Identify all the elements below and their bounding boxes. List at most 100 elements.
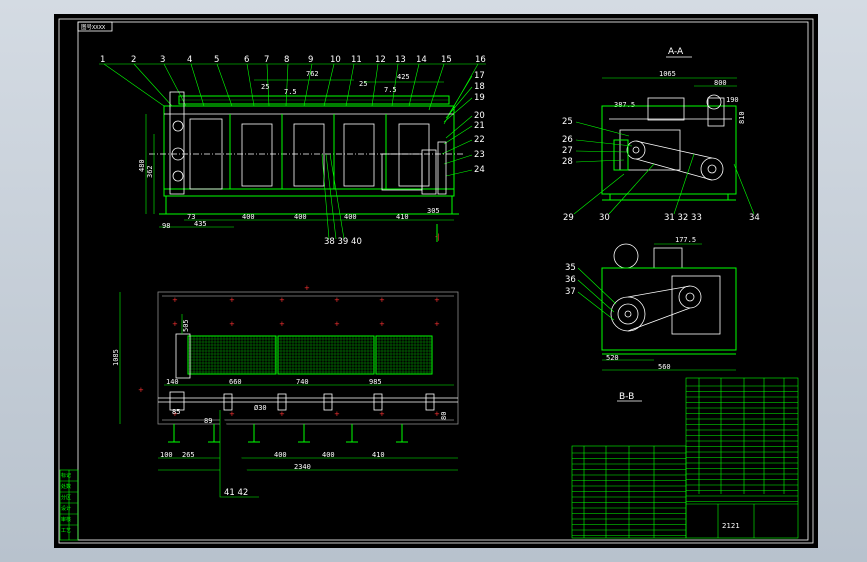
- svg-text:+: +: [229, 296, 235, 304]
- svg-text:34: 34: [749, 213, 760, 223]
- svg-text:762: 762: [306, 70, 319, 78]
- svg-text:37: 37: [565, 287, 576, 297]
- outer-border: [58, 18, 814, 544]
- svg-text:265: 265: [182, 451, 195, 459]
- svg-text:+: +: [379, 320, 385, 328]
- part-number: 41 42: [224, 488, 248, 498]
- svg-text:400: 400: [344, 213, 357, 221]
- part-number: 14: [416, 55, 427, 65]
- svg-text:+: +: [279, 410, 285, 418]
- part-number: 16: [475, 55, 486, 65]
- svg-text:35: 35: [565, 263, 576, 273]
- svg-text:387.5: 387.5: [614, 101, 635, 109]
- svg-text:740: 740: [296, 378, 309, 386]
- svg-text:520: 520: [606, 354, 619, 362]
- part-number: 13: [395, 55, 406, 65]
- part-numbers-top: 1 2 3 4 5 6 7 8 9 10 11 12 13 14 15 16: [100, 55, 486, 65]
- part-numbers-right: 17 18 19 20 21 22 23 24: [474, 71, 485, 175]
- part-number: 5: [214, 55, 219, 65]
- svg-text:560: 560: [658, 363, 671, 371]
- strip-cell: 审核: [61, 516, 71, 523]
- svg-text:+: +: [172, 296, 178, 304]
- corner-tag-box: [77, 21, 113, 32]
- svg-text:17: 17: [474, 71, 485, 81]
- strip-cell: 工艺: [61, 528, 71, 534]
- svg-text:400: 400: [274, 451, 287, 459]
- svg-text:+: +: [379, 296, 385, 304]
- svg-text:22: 22: [474, 135, 485, 145]
- svg-text:+: +: [279, 320, 285, 328]
- svg-text:23: 23: [474, 150, 485, 160]
- svg-text:-|: -|: [435, 233, 440, 241]
- svg-text:140: 140: [166, 378, 179, 386]
- svg-text:25: 25: [562, 117, 573, 127]
- part-number: 15: [441, 55, 452, 65]
- svg-text:24: 24: [474, 165, 485, 175]
- drawing-number: 2121: [722, 522, 740, 530]
- drawing-svg: 图号XXXX 标记 处数 分区 设计 审核 工艺: [58, 18, 814, 544]
- svg-text:89: 89: [204, 417, 212, 425]
- svg-text:+: +: [434, 320, 440, 328]
- part-number: 1: [100, 55, 105, 65]
- svg-text:73: 73: [187, 213, 195, 221]
- svg-text:505: 505: [182, 319, 190, 332]
- bill-of-materials: 2121: [571, 377, 799, 539]
- svg-text:+: +: [304, 284, 310, 292]
- part-number: 38 39 40: [324, 237, 362, 247]
- svg-text:80: 80: [440, 412, 448, 420]
- svg-text:28: 28: [562, 157, 573, 167]
- svg-text:+: +: [334, 410, 340, 418]
- svg-text:100: 100: [160, 451, 173, 459]
- part-number: 4: [187, 55, 192, 65]
- svg-text:+: +: [172, 410, 178, 418]
- svg-text:400: 400: [322, 451, 335, 459]
- strip-cell: 设计: [61, 505, 71, 512]
- svg-text:410: 410: [372, 451, 385, 459]
- svg-text:+: +: [229, 410, 235, 418]
- svg-text:25: 25: [359, 80, 367, 88]
- strip-cell: 处数: [61, 483, 71, 490]
- corner-tag: 图号XXXX: [81, 23, 106, 31]
- svg-text:425: 425: [397, 73, 410, 81]
- svg-text:21: 21: [474, 121, 485, 131]
- section-label-aa: A-A: [668, 47, 684, 57]
- part-number: 9: [308, 55, 313, 65]
- strip-cell: 分区: [61, 494, 71, 501]
- svg-text:31 32 33: 31 32 33: [664, 213, 702, 223]
- svg-text:+: +: [279, 296, 285, 304]
- inner-border: [77, 21, 809, 541]
- svg-text:+: +: [334, 320, 340, 328]
- svg-text:190: 190: [726, 96, 739, 104]
- svg-text:+: +: [434, 410, 440, 418]
- svg-text:2340: 2340: [294, 463, 311, 471]
- svg-text:36: 36: [565, 275, 576, 285]
- svg-text:29: 29: [563, 213, 574, 223]
- section-aa-view: A-A 1065 800 387.5 190 810: [562, 47, 760, 223]
- svg-text:400: 400: [294, 213, 307, 221]
- svg-text:20: 20: [474, 111, 485, 121]
- front-view: 1 2 3 4 5 6 7 8 9 10 11 12 13 14 15 16: [99, 55, 486, 247]
- part-number: 6: [244, 55, 249, 65]
- svg-text:26: 26: [562, 135, 573, 145]
- svg-text:362: 362: [146, 165, 154, 178]
- strip-cell: 标记: [61, 472, 71, 479]
- svg-text:400: 400: [242, 213, 255, 221]
- part-number: 8: [284, 55, 289, 65]
- svg-text:18: 18: [474, 82, 485, 92]
- svg-text:27: 27: [562, 146, 573, 156]
- svg-text:19: 19: [474, 93, 485, 103]
- svg-text:25: 25: [261, 83, 269, 91]
- drawing-viewport[interactable]: 图号XXXX 标记 处数 分区 设计 审核 工艺: [54, 14, 818, 548]
- svg-text:435: 435: [194, 220, 207, 228]
- section-bb-view: 177.5 520 560 35 36 37: [565, 236, 737, 402]
- svg-text:98: 98: [162, 222, 170, 230]
- left-revision-strip: 标记 处数 分区 设计 审核 工艺: [59, 469, 79, 541]
- svg-text:7.5: 7.5: [384, 86, 397, 94]
- svg-text:810: 810: [738, 111, 746, 124]
- svg-text:+: +: [138, 386, 144, 394]
- svg-text:800: 800: [714, 79, 727, 87]
- part-number: 10: [330, 55, 341, 65]
- part-number: 12: [375, 55, 386, 65]
- svg-text:85: 85: [172, 408, 180, 416]
- svg-text:+: +: [229, 320, 235, 328]
